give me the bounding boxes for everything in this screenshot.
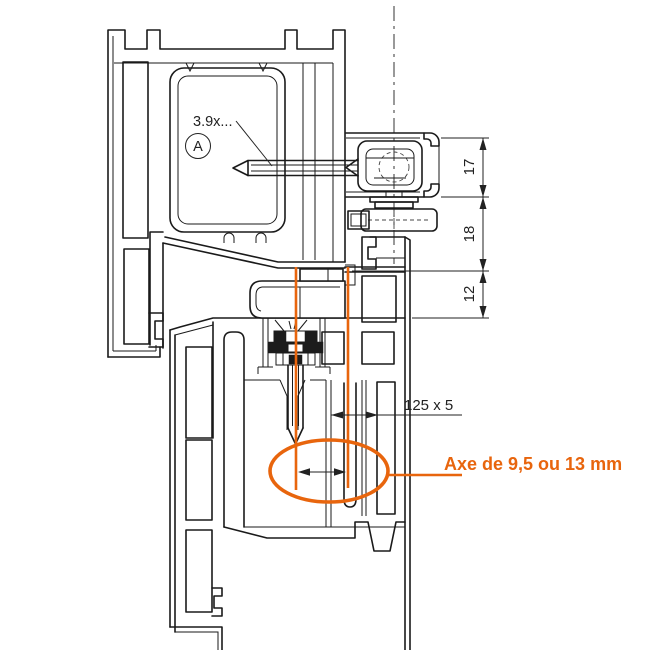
dim-12-label: 12 [461,286,478,303]
dimension-rail: 125 x 5 [331,397,462,419]
dim-17-label: 17 [461,159,478,176]
axis-note-label: Axe de 9,5 ou 13 mm [444,454,622,474]
rail-size-label: 125 x 5 [404,397,453,414]
detail-marker-label: A [193,139,203,155]
right-frame-profile [361,236,411,650]
axis-annotation: Axe de 9,5 ou 13 mm [268,267,622,504]
screw-callout: 3.9x... A [185,114,273,167]
screw-size-label: 3.9x... [193,114,233,130]
axis-offset-arrow [298,468,346,476]
highlight-ellipse [268,438,390,504]
dim-18-label: 18 [461,226,478,243]
sash-profile [107,29,346,358]
detail-marker-circle [185,133,211,159]
screw [232,159,359,177]
dimension-chain: 17 18 12 [352,137,489,319]
roller-carriage [345,140,438,232]
